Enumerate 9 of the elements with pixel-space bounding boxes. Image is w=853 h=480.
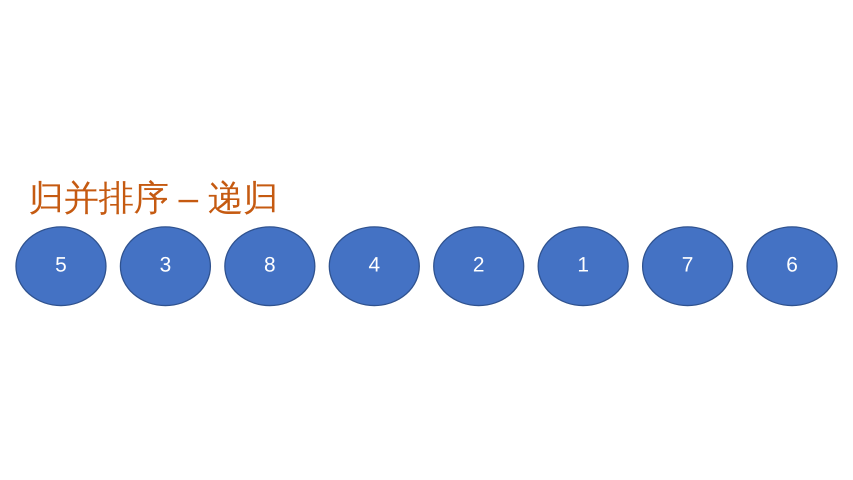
- node-ellipse: 1: [538, 226, 629, 306]
- node-ellipse: 6: [746, 226, 838, 306]
- node-ellipse: 2: [433, 226, 524, 306]
- node-ellipse: 3: [120, 226, 212, 306]
- node-ellipse: 7: [642, 226, 734, 306]
- node-ellipse: 8: [224, 226, 316, 306]
- diagram-title: 归并排序 – 递归: [28, 178, 278, 218]
- node-ellipse: 4: [328, 226, 420, 306]
- node-ellipse: 5: [15, 226, 107, 306]
